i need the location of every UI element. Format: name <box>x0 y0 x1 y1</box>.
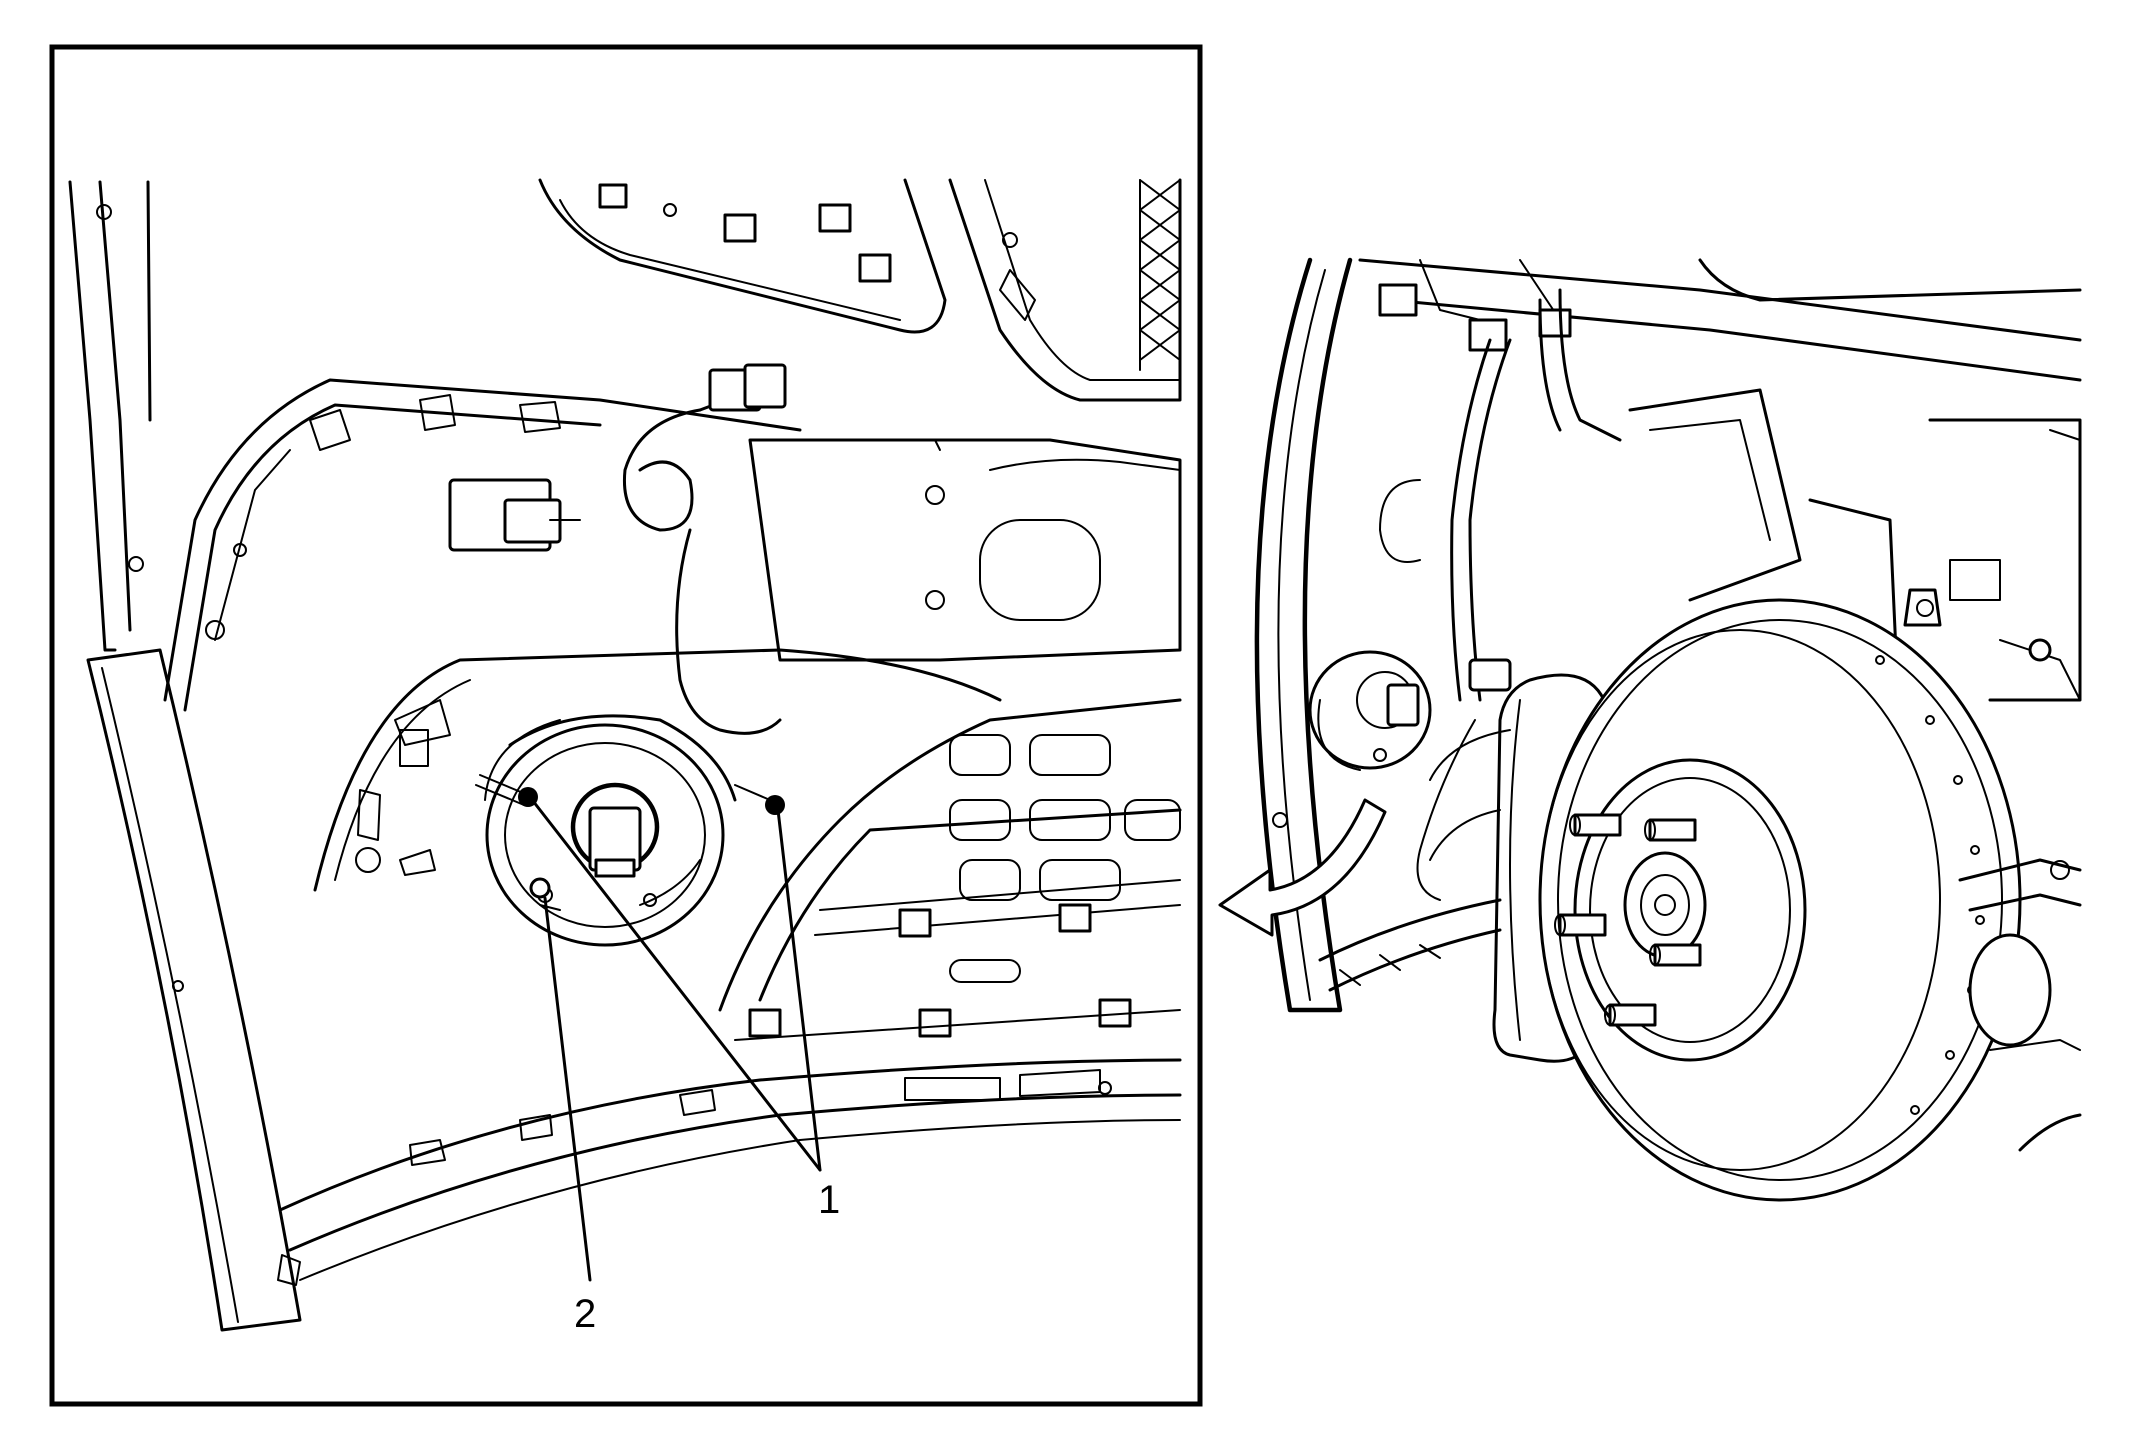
leader-2 <box>543 896 592 1282</box>
strut-tower <box>1628 388 2082 762</box>
wheel-studs <box>1554 813 1702 1027</box>
bolt-right <box>734 784 785 815</box>
wiring-harness <box>448 363 787 735</box>
bumper-molding-strip <box>86 648 302 1332</box>
fender-edge <box>68 180 152 652</box>
overview-view <box>1218 257 2082 1202</box>
callout-leaders <box>531 799 822 1282</box>
leader-1-b <box>776 808 822 1172</box>
fog-lamp-opening <box>313 648 1002 892</box>
lower-support <box>1318 898 2082 1152</box>
lower-grille <box>718 698 1182 1041</box>
leader-1-a <box>531 799 822 1172</box>
upper-bracket-arm <box>163 378 802 712</box>
center-cover-plate <box>748 438 1182 662</box>
brake-hose-wiring <box>1379 338 1512 901</box>
mesh-grille <box>1139 179 1181 371</box>
rotor-vent-holes <box>1875 655 1985 1115</box>
callout-label-2: 2 <box>574 1292 596 1336</box>
wheel-hub <box>1554 758 1807 1062</box>
curved-arrow-icon <box>1218 798 1387 937</box>
detail-view-panel: 1 2 <box>49 44 1203 1407</box>
upper-grille-area <box>538 178 1182 402</box>
callout-label-1: 1 <box>818 1178 840 1222</box>
fender-liner-edge <box>1254 257 1353 1013</box>
fog-lamp-rear-view <box>1308 650 1432 771</box>
fog-lamp-assembly <box>475 714 785 947</box>
tie-rod <box>1958 858 2082 1051</box>
lower-fascia <box>278 1058 1182 1281</box>
